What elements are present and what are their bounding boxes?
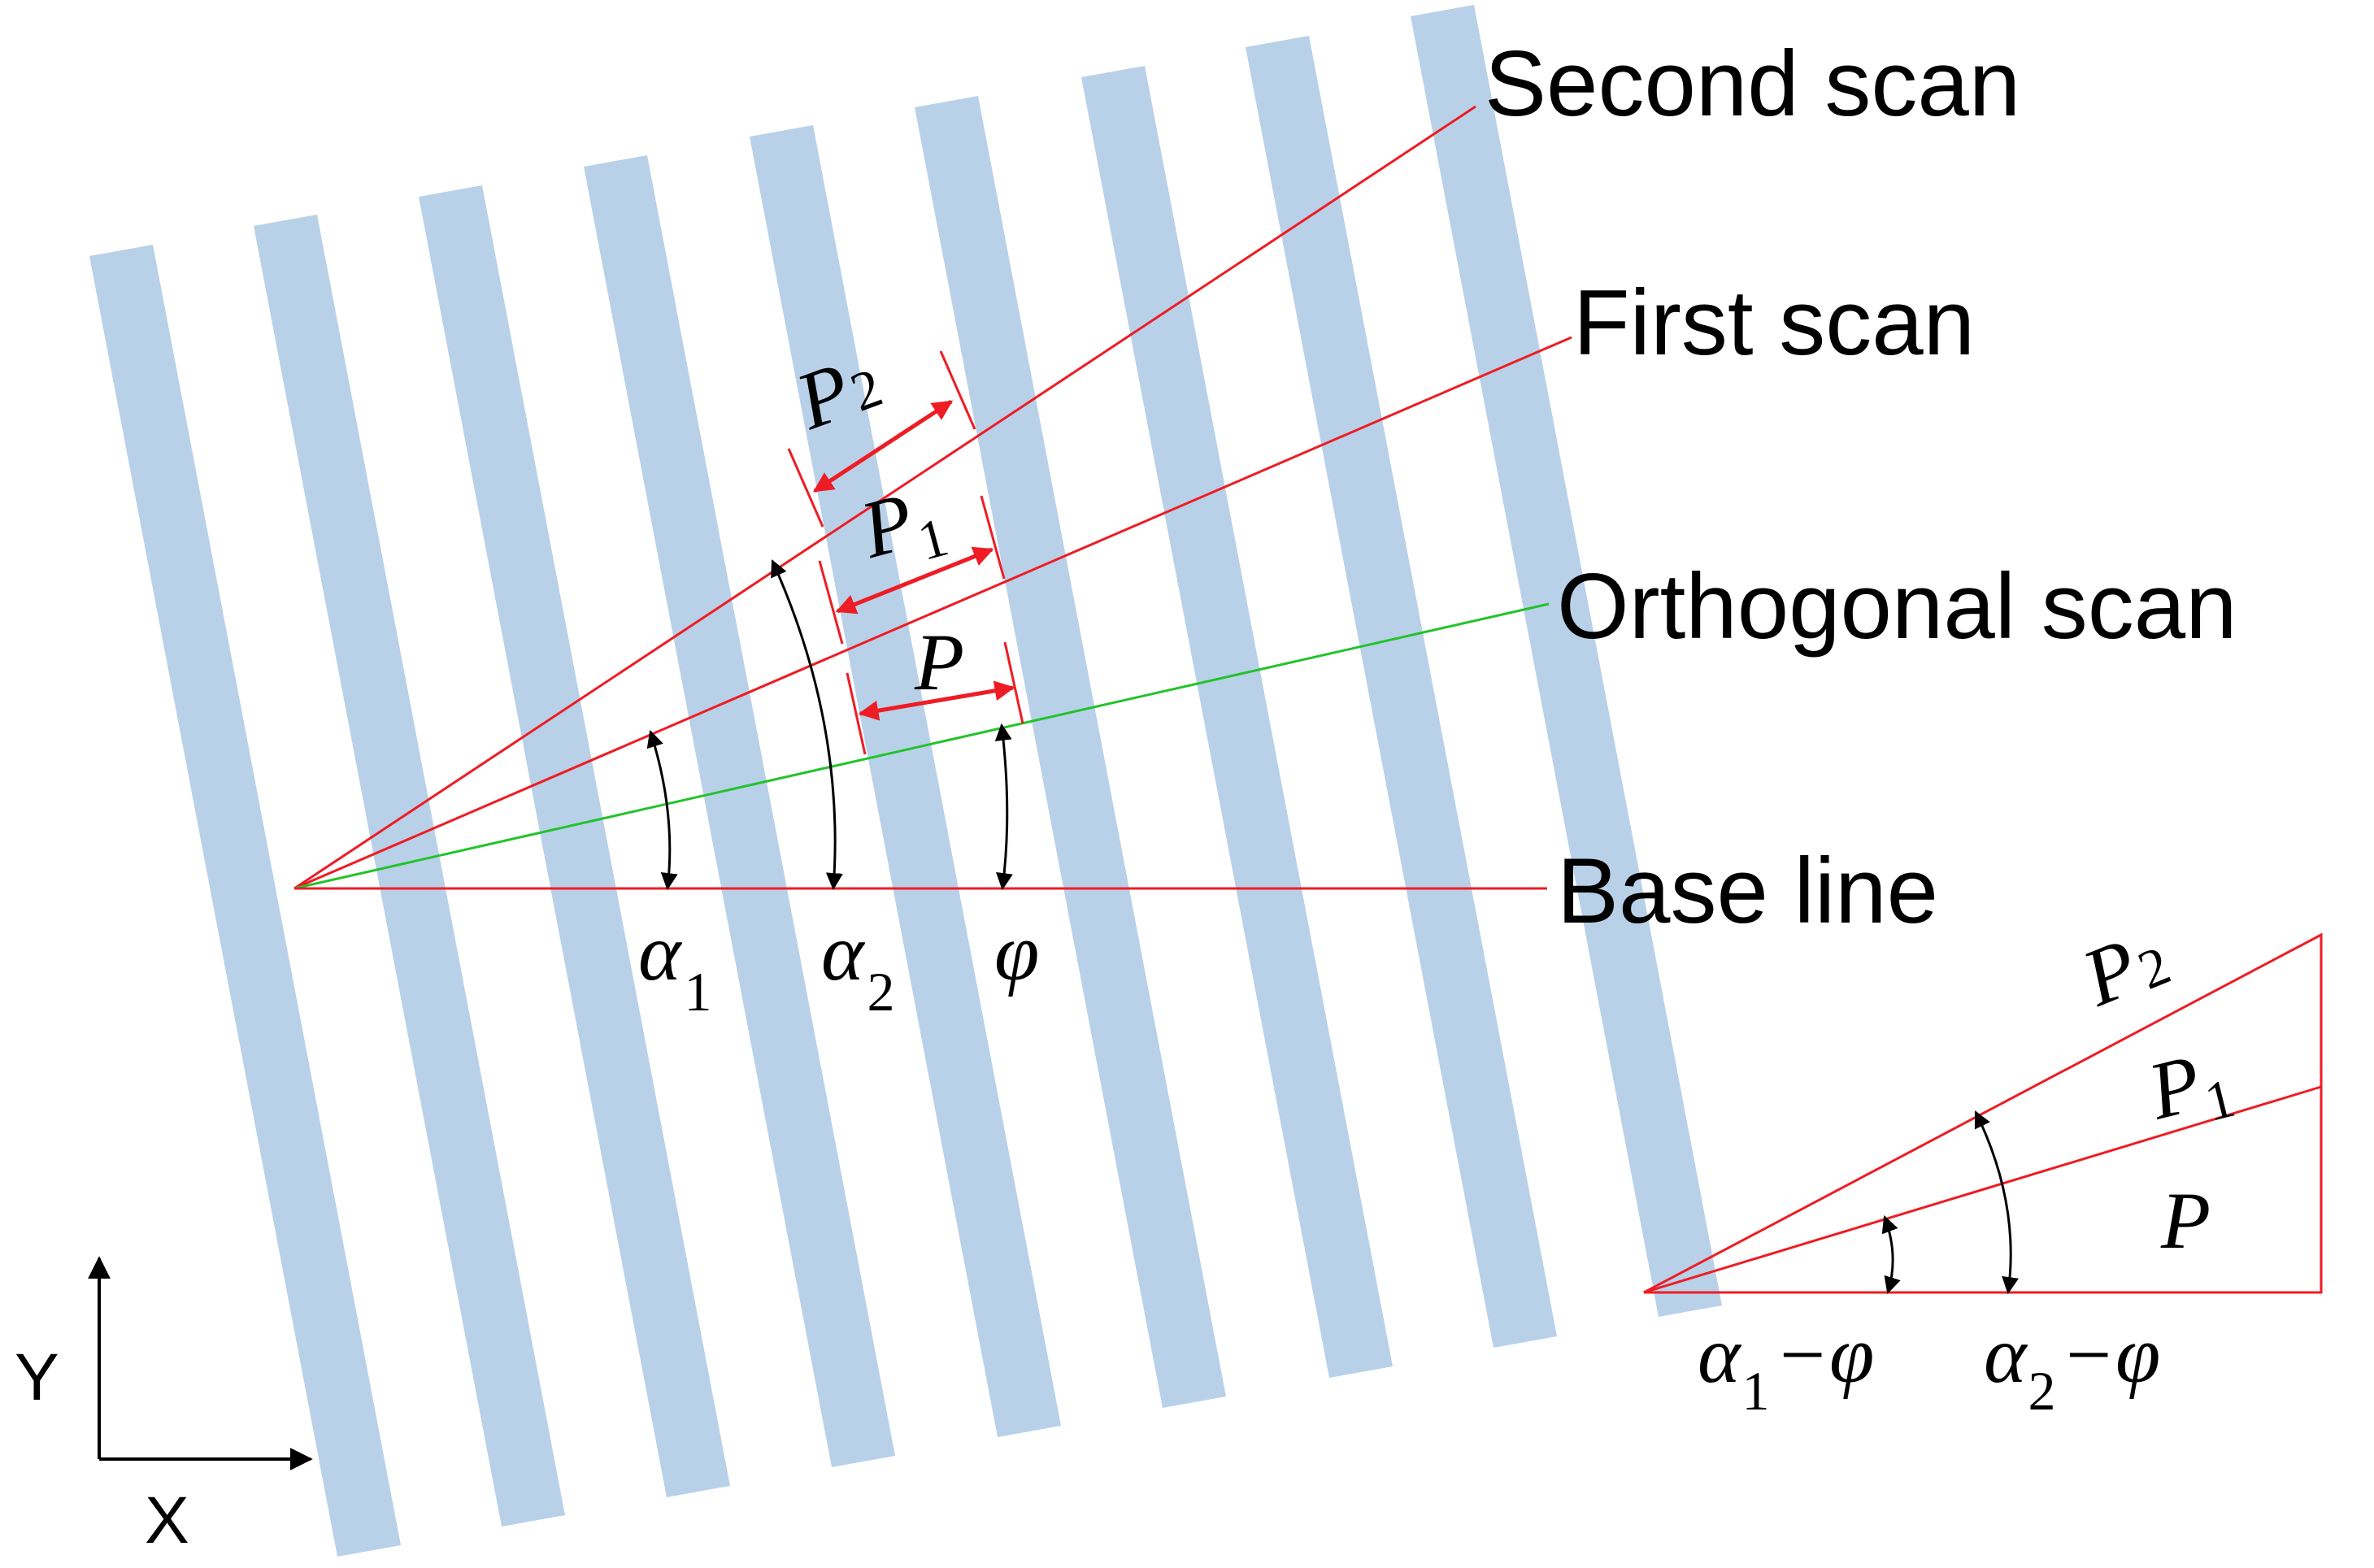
grating-stripe-9: [1411, 5, 1722, 1317]
grating-stripe-6: [915, 96, 1226, 1408]
pitch-markers: [787, 350, 1024, 755]
inset-angle1-label: α1−φ: [1698, 1310, 1874, 1422]
base-line-label: Base line: [1557, 840, 1938, 943]
alpha2-label: α2: [821, 907, 895, 1023]
inset-angle2-arc: [1974, 1110, 2019, 1295]
grating-stripes: [89, 5, 1722, 1557]
inset-angle2-label: α2−φ: [1984, 1310, 2160, 1422]
p2-tick-right: [939, 350, 976, 430]
inset-p2-label: P2: [2070, 910, 2179, 1023]
inset-p1-label: P1: [2139, 1030, 2241, 1145]
inset-angle1-arc: [1881, 1215, 1901, 1295]
p1-tick-right: [980, 495, 1006, 580]
orthogonal-scan-line: [293, 602, 1550, 890]
grating-stripe-4: [584, 155, 895, 1467]
scan-lines: [293, 105, 1572, 890]
y-axis-label: Y: [15, 1340, 59, 1414]
grating-stripe-3: [419, 185, 730, 1497]
alpha2-arc: [771, 559, 843, 891]
p-tick-left: [846, 672, 867, 755]
phi-label: φ: [994, 907, 1039, 997]
phi-arc: [994, 723, 1013, 891]
p-arrow: [858, 680, 1015, 721]
second-scan-label: Second scan: [1485, 33, 2020, 136]
x-axis-label: X: [145, 1483, 189, 1557]
grating-stripe-1: [89, 245, 401, 1557]
orthogonal-scan-label: Orthogonal scan: [1557, 555, 2237, 658]
coordinate-axes: Y X: [15, 1256, 313, 1557]
alpha1-label: α1: [638, 907, 712, 1023]
second-scan-line: [293, 105, 1476, 890]
p1-tick-left: [818, 560, 844, 645]
p1-arrow: [835, 546, 994, 615]
first-scan-label: First scan: [1573, 271, 1975, 375]
inset-p-label: P: [2160, 1175, 2211, 1266]
angle-arcs: [646, 559, 1013, 891]
grating-stripe-8: [1246, 36, 1557, 1348]
p-label: P: [914, 617, 964, 707]
inset-triangle: P2 P1 P α1−φ α2−φ: [1643, 910, 2323, 1422]
grating-stripe-7: [1081, 66, 1393, 1378]
p2-arrow: [812, 399, 954, 493]
p2-tick-left: [787, 448, 824, 528]
grating-stripe-2: [254, 215, 565, 1527]
alpha1-arc: [646, 729, 678, 891]
